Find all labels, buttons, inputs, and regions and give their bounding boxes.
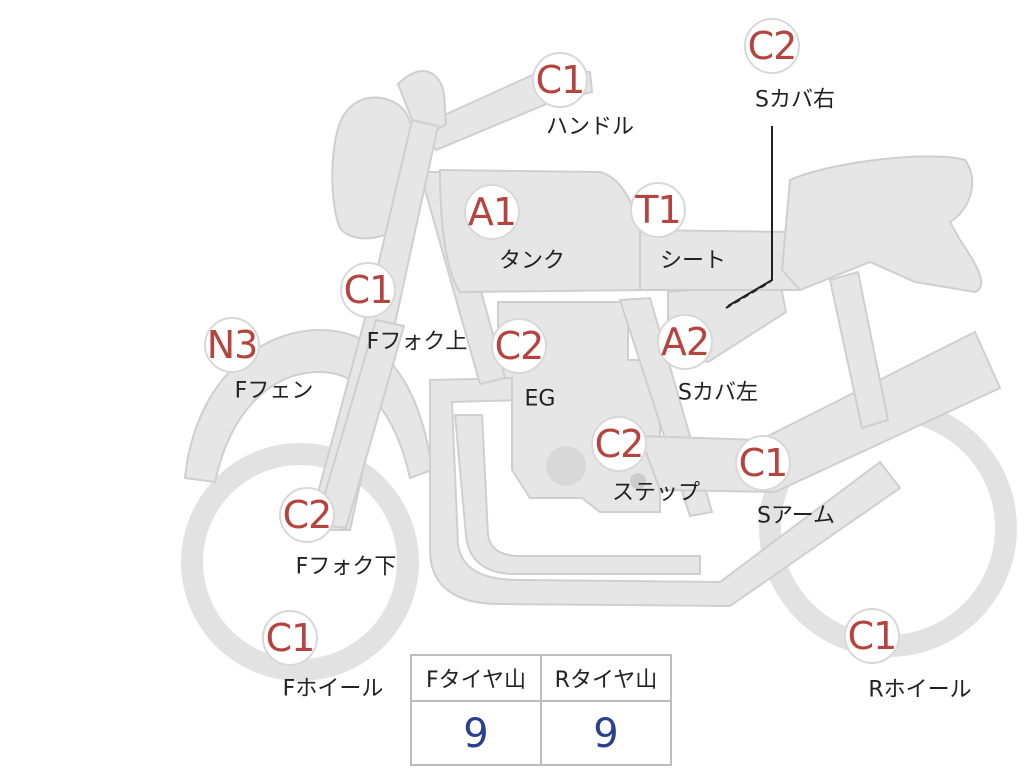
front-wheel-shape (181, 443, 419, 681)
badge-circle (262, 610, 318, 666)
part-label: シート (660, 249, 726, 274)
part-label: Sアーム (757, 504, 835, 529)
part-scover-right: C2 Sカバ右 (744, 18, 835, 113)
grade-badge: C1 (739, 441, 788, 485)
grade-badge: C2 (748, 24, 797, 68)
front-tire-header: Fタイヤ山 (426, 668, 526, 693)
grade-badge: C1 (848, 614, 897, 658)
tire-tread-table: Fタイヤ山 Rタイヤ山 9 9 (410, 654, 672, 766)
motorcycle-silhouette (181, 66, 1017, 681)
part-tank: A1 タンク (464, 184, 565, 274)
badge-circle (591, 416, 647, 472)
exhaust-pipe-shape (429, 376, 902, 608)
scover-right-leader-line (727, 126, 773, 307)
badge-circle (464, 184, 520, 240)
part-label: Fフォク上 (367, 330, 468, 355)
grade-badge: C2 (595, 422, 644, 466)
grade-badge: A1 (468, 190, 516, 234)
tire-table-value-row: 9 9 (412, 702, 670, 766)
badge-circle (279, 487, 335, 543)
part-ffender: N3 Fフェン (204, 317, 314, 404)
badge-circle (630, 182, 686, 238)
fork-top-shape (396, 70, 448, 142)
badge-circle (491, 318, 547, 374)
grade-badge: C1 (266, 616, 315, 660)
part-swingarm: C1 Sアーム (735, 435, 835, 529)
part-label: Rホイール (868, 678, 971, 703)
exhaust-pipe-inner-shape (453, 414, 701, 575)
part-scover-left: A2 Sカバ左 (657, 314, 758, 406)
engine-cover-shape (546, 446, 586, 486)
badge-circle (744, 18, 800, 74)
rear-tire-value: 9 (540, 702, 670, 766)
rear-cowl-shape (780, 155, 983, 294)
part-label: EG (525, 387, 556, 412)
part-rwheel: C1 Rホイール (844, 608, 972, 703)
front-tire-value: 9 (463, 711, 489, 757)
part-step: C2 ステップ (591, 416, 700, 506)
rear-tire-header: Rタイヤ山 (540, 656, 670, 700)
grade-badge: C2 (495, 324, 544, 368)
grade-badge: C1 (344, 268, 393, 312)
grade-badge: N3 (207, 323, 258, 367)
badge-circle (204, 317, 260, 373)
tire-table-header-row: Fタイヤ山 Rタイヤ山 (412, 656, 670, 702)
grade-badge: A2 (661, 320, 709, 364)
part-label: Sカバ右 (755, 88, 835, 113)
grade-badge: C1 (536, 58, 585, 102)
part-fwheel: C1 Fホイール (262, 610, 384, 702)
part-label: ステップ (612, 481, 700, 506)
part-ffork-lower: C2 Fフォク下 (279, 487, 397, 580)
step-peg-1 (630, 473, 646, 489)
badge-circle (844, 608, 900, 664)
grade-badge: C2 (283, 493, 332, 537)
part-label: Fフェン (235, 379, 314, 404)
grade-badge: T1 (634, 188, 680, 232)
part-label: Sカバ左 (678, 381, 758, 406)
rear-frame-shape (828, 270, 890, 430)
part-handle: C1 ハンドル (532, 52, 634, 140)
part-ffork-upper: C1 Fフォク上 (340, 262, 468, 355)
badge-circle (340, 262, 396, 318)
part-engine: C2 EG (491, 318, 556, 412)
part-label: ハンドル (546, 115, 634, 140)
badge-circle (657, 314, 713, 370)
scover-right-leader-dash (725, 281, 771, 309)
part-seat: T1 シート (630, 182, 726, 274)
badge-circle (532, 52, 588, 108)
badge-circle (735, 435, 791, 491)
part-label: Fフォク下 (296, 555, 397, 580)
part-label: タンク (499, 249, 565, 274)
front-fork-inner-shape (314, 318, 406, 530)
part-label: Fホイール (283, 677, 384, 702)
